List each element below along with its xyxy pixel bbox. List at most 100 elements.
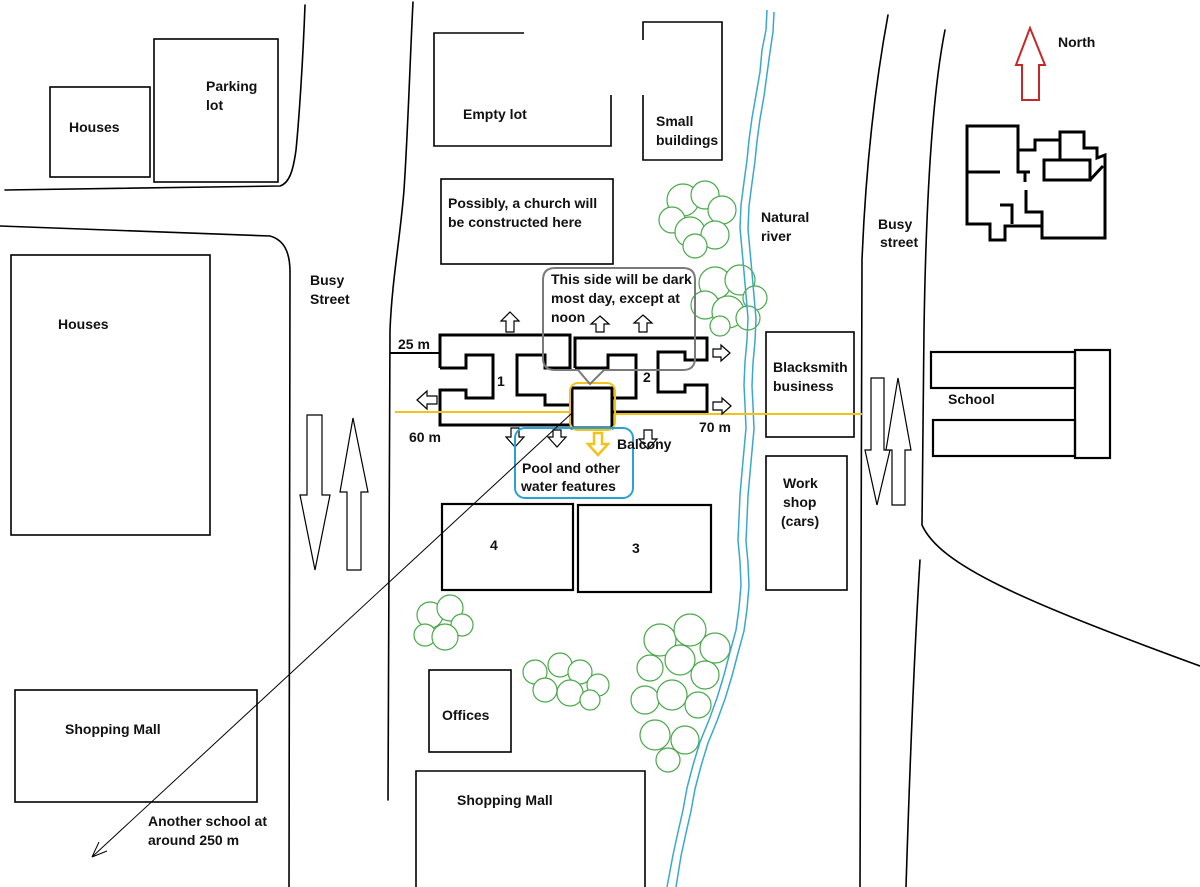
tree-canopy (707, 195, 737, 225)
river-bank-east (675, 11, 775, 887)
building-2-wing (575, 353, 638, 400)
workshop-label-line3: (cars) (781, 513, 819, 529)
tree-canopy (532, 677, 558, 703)
tree-cluster (413, 594, 474, 651)
tree-canopy (724, 264, 756, 296)
traffic-arrow-down-icon (864, 377, 891, 506)
tree-canopy (579, 689, 601, 711)
pool-label-line2: water features (520, 478, 616, 494)
houses-left-label: Houses (58, 316, 109, 332)
another-school-label-line1: Another school at (148, 813, 267, 829)
arrow-right-icon (712, 343, 731, 363)
orientation-arrows (416, 311, 732, 450)
another-school-label-line2: around 250 m (148, 832, 239, 848)
river-label-line2: river (761, 228, 792, 244)
arrow-up-icon (632, 314, 654, 333)
school-building (929, 348, 1112, 460)
dark-side-callout (542, 267, 696, 386)
empty-lot-label: Empty lot (463, 106, 527, 122)
tree-canopy (643, 623, 677, 657)
street-edge-bottom-right (905, 559, 921, 887)
floor-plan-sketch (965, 124, 1107, 242)
school-label: School (948, 391, 995, 407)
tree-cluster (522, 652, 610, 711)
shopping-mall-bottom-box (415, 770, 646, 887)
church-label-line1: Possibly, a church will (448, 195, 597, 211)
arrow-up-icon (589, 315, 611, 333)
river-bank-west (666, 9, 768, 887)
building-1-wing (438, 353, 572, 427)
small-buildings-label-line1: Small (656, 113, 693, 129)
dark-side-note-line1: This side will be dark (551, 271, 692, 287)
pool-label-line1: Pool and other (522, 460, 621, 476)
dark-side-note-line3: noon (551, 309, 585, 325)
street-edge-left (0, 225, 291, 887)
tree-canopy (655, 747, 681, 773)
building-2-label: 2 (643, 369, 651, 385)
east-west-axis-line (395, 411, 862, 415)
offices-label: Offices (442, 707, 490, 723)
tree-canopy (636, 654, 664, 682)
building-1-label: 1 (497, 373, 505, 389)
houses-top-box (49, 86, 151, 178)
trees (413, 180, 768, 773)
tree-cluster (658, 180, 737, 259)
direction-arrow-shaft (91, 412, 573, 858)
balcony-label: Balcony (617, 436, 672, 452)
building-3-label: 3 (632, 540, 640, 556)
dimension-70m-label: 70 m (699, 419, 731, 435)
arrow-down-icon (546, 429, 568, 448)
north-label: North (1058, 34, 1095, 50)
offices-box (428, 669, 512, 753)
tree-canopy (556, 679, 584, 707)
labels: Houses Parking lot Empty lot Small build… (58, 34, 1095, 848)
pool-area (514, 427, 634, 499)
tree-canopy (682, 233, 708, 259)
shopping-mall-bottom-label: Shopping Mall (457, 792, 553, 808)
shopping-mall-left-box (14, 689, 258, 803)
busy-street-right-label-line1: Busy (878, 216, 912, 232)
traffic-arrow-down-icon (299, 414, 331, 571)
busy-street-left-label-line2: Street (310, 291, 350, 307)
street-edge-right-east (921, 29, 1200, 667)
empty-lot-box (433, 32, 612, 147)
natural-river (666, 9, 775, 887)
church-label-line2: be constructed here (448, 214, 582, 230)
traffic-arrows (299, 377, 912, 571)
school-wing-east (1073, 348, 1112, 460)
dimension-25m-label: 25 m (398, 336, 430, 352)
busy-street-left-label-line1: Busy (310, 272, 344, 288)
direction-arrow-another-school (91, 412, 573, 858)
building-4-label: 4 (490, 537, 498, 553)
floor-plan-outer-wall (965, 124, 1107, 242)
workshop-label-line1: Work (783, 475, 818, 491)
north-arrow-icon (1014, 25, 1047, 101)
tree-canopy (431, 623, 459, 651)
tree-canopy (436, 594, 464, 622)
tree-canopy (684, 691, 712, 719)
building-1-outline (438, 333, 572, 407)
busy-street-right-label-line2: street (880, 234, 918, 250)
tree-canopy (639, 719, 671, 751)
main-building-complex (438, 333, 709, 430)
parking-lot-label-line2: lot (206, 97, 223, 113)
arrow-down-icon (637, 429, 659, 450)
tree-canopy (670, 725, 700, 755)
dimension-60m-label: 60 m (409, 429, 441, 445)
tree-canopy (656, 679, 688, 711)
floor-plan-inner-walls (967, 140, 1105, 226)
workshop-box (765, 455, 848, 591)
tree-canopy (699, 632, 731, 664)
houses-top-label: Houses (69, 119, 120, 135)
dark-side-note-line2: most day, except at (551, 290, 680, 306)
small-buildings-label-line2: buildings (656, 132, 718, 148)
houses-left-box (10, 254, 211, 536)
tree-canopy (709, 315, 731, 337)
church-site-box (440, 178, 614, 265)
school-wing-south (931, 418, 1077, 458)
street-edge-top-left (4, 4, 306, 191)
river-label-line1: Natural (761, 209, 809, 225)
tree-cluster (630, 613, 731, 773)
